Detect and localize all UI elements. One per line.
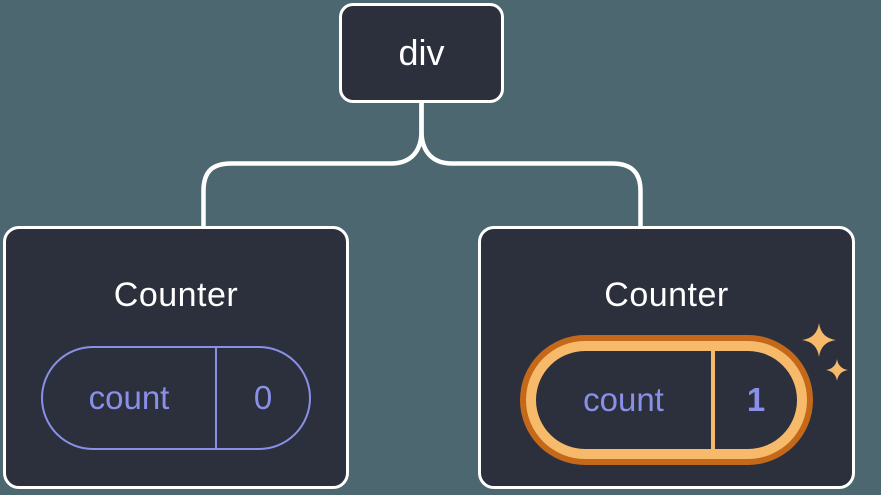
state-key: count bbox=[583, 381, 664, 418]
state-pill: count 1 bbox=[536, 351, 797, 449]
state-pill-highlight-ring: count 1 bbox=[520, 335, 813, 465]
state-key: count bbox=[88, 379, 170, 416]
state-value: 0 bbox=[215, 348, 309, 448]
counter-title: Counter bbox=[113, 276, 239, 314]
counter-title: Counter bbox=[604, 276, 729, 314]
state-pill: count 0 bbox=[41, 346, 311, 450]
state-value: 1 bbox=[711, 351, 797, 449]
counter-node-right: Counter count 1 bbox=[478, 226, 855, 489]
counter-node-left: Counter count 0 bbox=[3, 226, 349, 489]
root-node-label: div bbox=[398, 32, 445, 73]
root-node: div bbox=[339, 3, 504, 103]
